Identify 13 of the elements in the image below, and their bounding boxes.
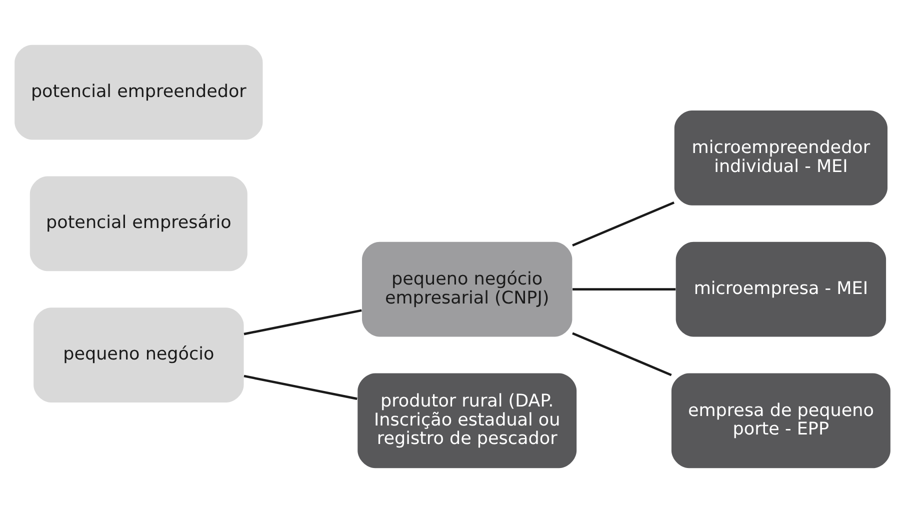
node-box: produtor rural (DAP. Inscrição estadual ou registro de pescador: [358, 373, 577, 468]
connector: [244, 309, 362, 336]
node-box: potencial empresário: [30, 176, 248, 272]
node-box: microempresa - MEI: [676, 242, 886, 337]
connector: [572, 201, 674, 246]
node-box: microempreendedor individual - MEI: [674, 110, 888, 206]
connector: [572, 288, 676, 291]
node-box: potencial empreendedor: [14, 44, 263, 140]
connector: [572, 332, 672, 376]
node-box: empresa de pequeno porte - EPP: [671, 373, 890, 468]
node-box: pequeno negócio: [34, 308, 244, 402]
node-box: pequeno negócio empresarial (CNPJ): [362, 242, 572, 337]
connector: [244, 374, 358, 400]
